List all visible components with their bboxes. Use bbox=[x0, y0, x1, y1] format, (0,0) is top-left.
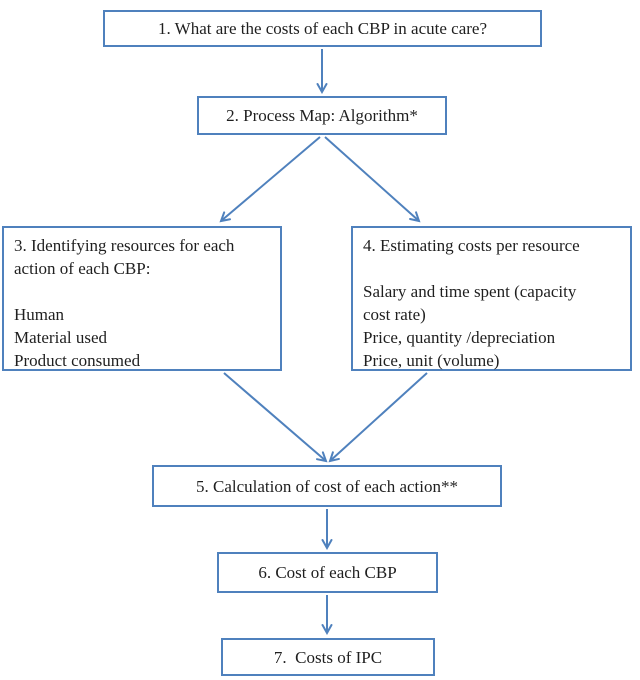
arrow-2-3 bbox=[221, 136, 321, 221]
flow-box-cost-each-cbp: 6. Cost of each CBP bbox=[217, 552, 438, 593]
flow-box-identifying-resources: 3. Identifying resources for each action… bbox=[2, 226, 282, 371]
flow-box-estimating-costs: 4. Estimating costs per resource Salary … bbox=[351, 226, 632, 371]
arrow-3-5 bbox=[223, 372, 326, 461]
arrow-4-5 bbox=[330, 372, 428, 461]
flow-box-question: 1. What are the costs of each CBP in acu… bbox=[103, 10, 542, 47]
flow-box-process-map: 2. Process Map: Algorithm* bbox=[197, 96, 447, 135]
flow-box-calculation-action-cost: 5. Calculation of cost of each action** bbox=[152, 465, 502, 507]
flow-box-costs-of-ipc: 7. Costs of IPC bbox=[221, 638, 435, 676]
arrow-2-4 bbox=[324, 136, 419, 221]
